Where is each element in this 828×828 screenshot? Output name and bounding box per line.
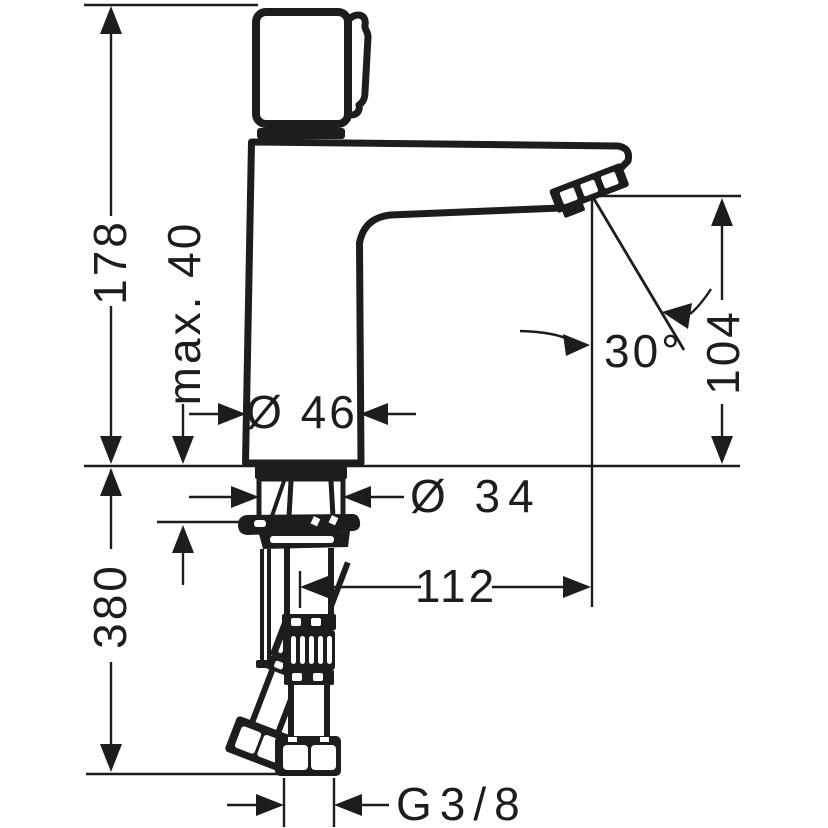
dim-connection-thread-g38 [227,778,389,827]
hose-tube [251,670,299,733]
leader-curve [689,288,713,315]
arrow-right [231,486,259,508]
hose-tube [291,685,327,738]
label-body-diameter: Ø 46 [246,386,358,438]
handle-lever [343,11,372,119]
nut-facet [235,726,262,754]
collar-slot [291,618,301,626]
handle-cap [257,128,345,139]
dim-max-thickness-40 [157,404,247,585]
nut-facet [283,745,308,770]
clamping-washer [238,514,361,549]
dim-hose-length-380 [86,468,285,776]
washer-band [238,514,361,535]
collar-slot [311,618,321,626]
arrow-up [100,468,122,496]
dimension-labels-group: 178 max. 40 Ø 46 104 30° Ø 34 112 380 G3… [84,219,749,828]
label-spout-reach: 112 [415,560,497,612]
collar-slot [313,673,323,681]
arrow-right [563,334,590,356]
arrow-left [343,486,371,508]
nut-facet [311,745,336,770]
arrow-down [172,436,194,464]
label-spout-height: 104 [697,309,749,395]
hose-collar [282,614,336,630]
arrow-down [100,436,122,464]
braid-slot [309,636,314,664]
dim-overall-height-178 [100,6,122,464]
arrow-up [100,6,122,34]
label-shank-diameter: Ø 34 [410,470,542,522]
arrow-upleft [662,303,692,329]
aerator-slot [559,187,578,205]
dim-shank-diameter-34 [189,486,404,508]
hose-collar [284,670,334,685]
nut-notch [320,737,329,742]
label-hose-length: 380 [84,563,136,649]
arrow-down [711,436,733,464]
arrow-down [100,744,122,772]
washer-slot [328,515,339,526]
nut-notch [288,737,297,742]
supply-hose-vertical [275,548,341,776]
arrow-right [256,794,284,816]
braid-slot [327,636,332,664]
collar-slot [274,660,284,670]
washer-slot [270,536,334,543]
arrow-left [334,794,362,816]
label-connection-thread: G3/8 [396,778,528,828]
braid-slot [318,636,323,664]
arrow-left [300,576,328,598]
arrow-right [218,403,246,425]
dim-spout-height-104 [595,194,741,464]
label-max-thickness: max. 40 [158,221,210,406]
arrow-up [711,198,733,226]
label-spout-angle: 30° [604,325,683,377]
shank-detail [328,480,336,518]
faucet-body-group [242,8,632,467]
base-flange [255,464,347,479]
washer-slot [310,516,321,527]
washer-slot [254,520,266,527]
shank-detail [270,480,286,517]
outlet-angle-line [592,198,686,351]
arrow-right [563,576,591,598]
shank-detail [286,480,294,518]
dim-spout-reach-112 [298,571,591,608]
arrow-left [360,403,388,425]
dimension-lines-group [84,3,741,827]
dim-spout-angle-30 [519,198,713,607]
aerator-tab [562,202,585,218]
hose-edge [249,669,275,724]
aerator [549,163,629,218]
arrow-up [172,525,194,553]
aerator-slot [601,171,619,189]
aerator-slot [580,179,598,197]
label-overall-height: 178 [84,219,136,305]
dim-body-diameter-46 [189,403,416,425]
fixing-rod-end [256,660,274,668]
braid-slot [300,636,305,664]
collar-slot [292,673,302,681]
braid-slot [291,636,296,664]
handle [252,8,352,128]
